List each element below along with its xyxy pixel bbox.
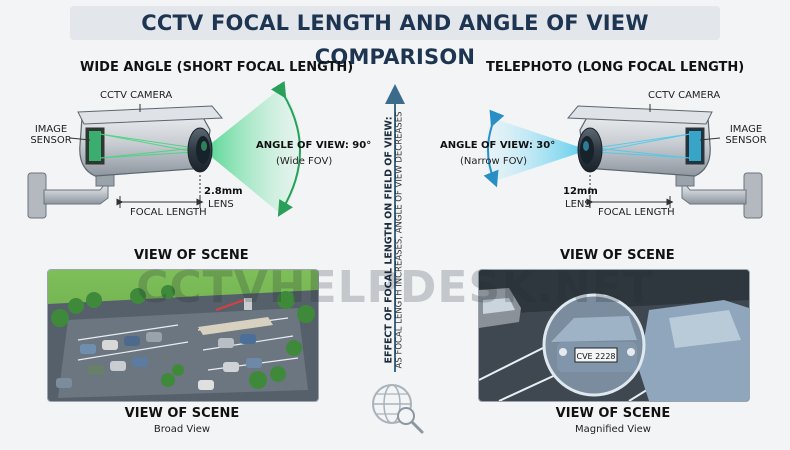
center-effect-text: EFFECT OF FOCAL LENGTH ON FIELD OF VIEW:… bbox=[372, 110, 416, 370]
right-camera-label: CCTV CAMERA bbox=[648, 90, 721, 101]
left-caption-title: VIEW OF SCENE bbox=[124, 406, 240, 421]
right-lens-label: LENS bbox=[565, 199, 591, 210]
right-sensor-label-line2: SENSOR bbox=[725, 135, 767, 146]
right-sensor-label: IMAGE SENSOR bbox=[725, 124, 767, 146]
telephoto-heading: TELEPHOTO (LONG FOCAL LENGTH) bbox=[486, 60, 745, 75]
narrow-fov-cone bbox=[483, 109, 588, 188]
narrow-scene-image: CVE 2228 bbox=[478, 269, 750, 402]
left-camera bbox=[27, 104, 224, 219]
right-caption-title: VIEW OF SCENE bbox=[555, 406, 671, 421]
effect-subtitle: AS FOCAL LENGTH INCREASES, ANGLE OF VIEW… bbox=[394, 111, 405, 369]
right-angle-label: ANGLE OF VIEW: 30° bbox=[440, 140, 556, 151]
wide-angle-heading: WIDE ANGLE (SHORT FOCAL LENGTH) bbox=[80, 60, 354, 75]
left-focal-length-label: FOCAL LENGTH bbox=[130, 207, 207, 218]
effect-title: EFFECT OF FOCAL LENGTH ON FIELD OF VIEW: bbox=[383, 116, 395, 364]
right-fov-label: (Narrow FOV) bbox=[460, 156, 528, 167]
left-fov-label: (Wide FOV) bbox=[276, 156, 333, 167]
title-bar: CCTV FOCAL LENGTH AND ANGLE OF VIEW COMP… bbox=[70, 6, 720, 69]
parking-lot-illustration bbox=[48, 270, 318, 401]
page-title: CCTV FOCAL LENGTH AND ANGLE OF VIEW COMP… bbox=[141, 11, 649, 69]
left-sensor-label-line2: SENSOR bbox=[30, 135, 72, 146]
left-view-heading: VIEW OF SCENE bbox=[134, 248, 249, 263]
right-caption-sub: Magnified View bbox=[575, 424, 651, 435]
right-focal-length-label: FOCAL LENGTH bbox=[598, 207, 675, 218]
right-view-heading: VIEW OF SCENE bbox=[560, 248, 675, 263]
wide-scene-image bbox=[47, 269, 319, 402]
left-lens-label: LENS bbox=[208, 199, 234, 210]
left-caption-sub: Broad View bbox=[153, 424, 211, 435]
left-lens-value: 2.8mm bbox=[204, 186, 243, 197]
watermark: CCTVHELPDESK.NET bbox=[136, 262, 654, 313]
center-effect-text-rotated: EFFECT OF FOCAL LENGTH ON FIELD OF VIEW:… bbox=[384, 112, 405, 369]
wide-fov-cone bbox=[203, 80, 302, 217]
right-lens-value: 12mm bbox=[563, 186, 598, 197]
magnified-car-illustration: CVE 2228 bbox=[479, 270, 749, 401]
license-plate-text: CVE 2228 bbox=[576, 352, 615, 361]
left-sensor-label-line1: IMAGE bbox=[34, 124, 68, 135]
right-camera bbox=[566, 104, 763, 219]
globe-search-icon bbox=[372, 384, 424, 434]
left-sensor-label: IMAGE SENSOR bbox=[30, 124, 72, 146]
left-angle-label: ANGLE OF VIEW: 90° bbox=[256, 140, 372, 151]
right-sensor-label-line1: IMAGE bbox=[729, 124, 763, 135]
left-camera-label: CCTV CAMERA bbox=[100, 90, 173, 101]
